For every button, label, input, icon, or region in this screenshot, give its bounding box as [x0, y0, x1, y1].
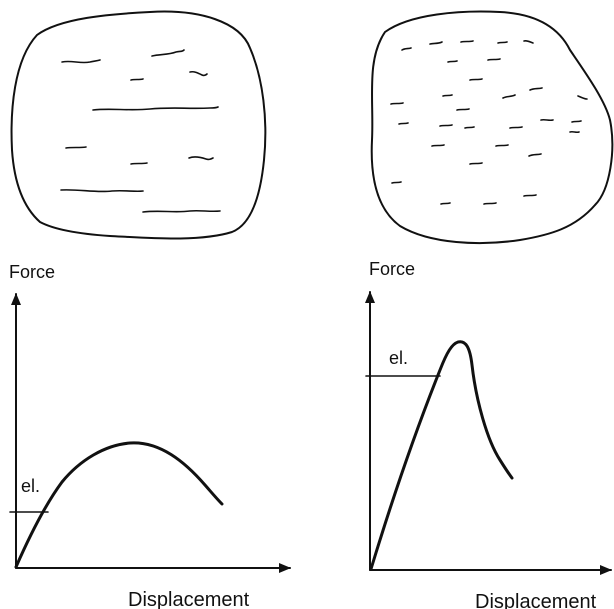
left-y-label: Force	[9, 262, 55, 282]
crack	[540, 118, 554, 122]
crack	[502, 94, 516, 99]
crack	[569, 130, 580, 134]
crack	[483, 202, 497, 205]
crack	[523, 39, 534, 44]
crack	[456, 108, 470, 111]
crack	[440, 202, 451, 205]
crack	[528, 153, 542, 157]
right-elastic-limit-label: el.	[389, 348, 408, 368]
crack	[439, 124, 453, 127]
crack	[487, 58, 501, 61]
crack	[442, 94, 453, 97]
right-y-label: Force	[369, 259, 415, 279]
crack	[189, 70, 208, 77]
crack	[495, 144, 509, 147]
crack	[447, 60, 458, 63]
right-x-label: Displacement	[475, 591, 597, 609]
left-force-curve	[14, 441, 224, 569]
left-panel: Force Displacement el.	[9, 10, 291, 609]
crack	[60, 189, 144, 193]
crack	[61, 59, 101, 64]
crack	[469, 78, 483, 81]
crack	[571, 120, 582, 123]
crack	[151, 49, 185, 57]
crack	[460, 40, 474, 43]
crack	[65, 146, 87, 149]
crack	[529, 87, 543, 91]
crack	[130, 78, 144, 81]
right-specimen	[370, 10, 614, 245]
crack	[523, 194, 537, 197]
crack	[391, 181, 402, 184]
right-panel: Force Displacement el.	[365, 10, 614, 609]
crack	[390, 102, 404, 105]
left-x-label: Displacement	[128, 589, 250, 609]
crack	[398, 122, 409, 125]
crack	[497, 41, 508, 44]
crack	[92, 106, 219, 111]
crack	[188, 156, 214, 161]
left-plot: Force Displacement el.	[9, 262, 291, 609]
crack	[509, 126, 523, 129]
right-specimen-outline	[370, 10, 614, 245]
left-specimen-outline	[10, 10, 267, 240]
crack	[469, 162, 483, 165]
crack	[401, 47, 412, 51]
left-specimen-cracks	[60, 49, 221, 213]
left-specimen	[10, 10, 267, 240]
crack	[429, 41, 443, 45]
crack	[142, 209, 221, 213]
right-force-curve	[369, 340, 514, 571]
right-plot: Force Displacement el.	[365, 259, 612, 609]
crack	[130, 162, 148, 165]
left-elastic-limit-label: el.	[21, 476, 40, 496]
crack	[464, 126, 475, 129]
crack	[431, 144, 445, 147]
crack	[577, 95, 588, 100]
right-specimen-cracks	[390, 39, 588, 205]
